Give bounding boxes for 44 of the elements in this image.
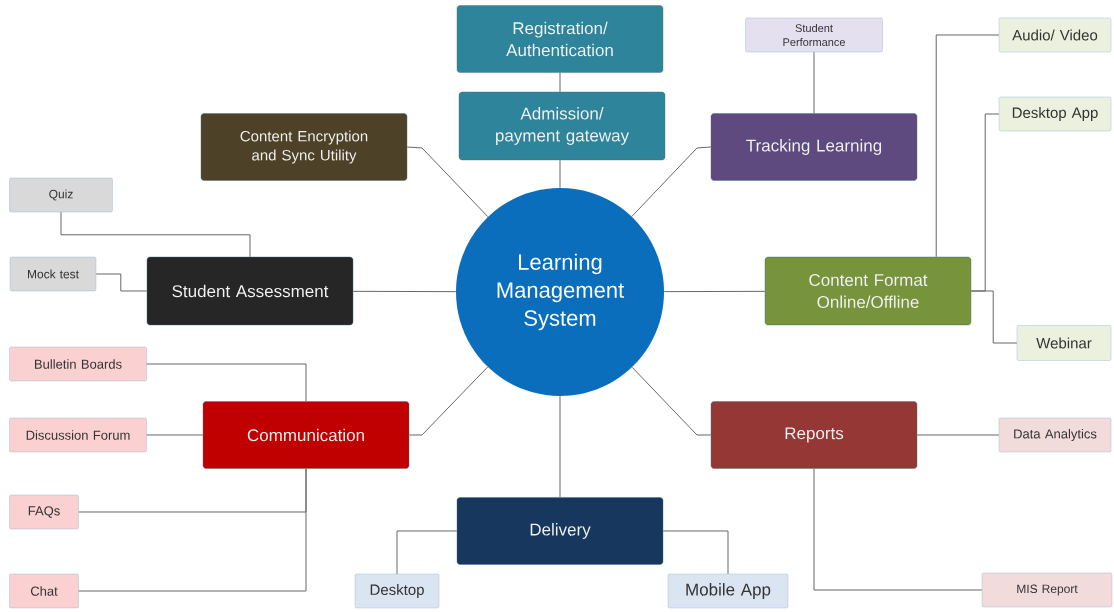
connector-line — [970, 290, 1018, 344]
topic-box: Communication — [202, 401, 410, 469]
subtopic-box: Discussion Forum — [9, 417, 147, 453]
topic-box: Delivery — [456, 497, 664, 565]
subtopic-box: Desktop — [354, 573, 440, 609]
connector-line — [663, 290, 766, 293]
subtopic-box: Chat — [9, 573, 79, 609]
subtopic-box: Audio/ Video — [998, 17, 1112, 53]
connector-line — [95, 273, 148, 292]
connector-line — [146, 363, 307, 402]
topic-box: Student Assessment — [146, 256, 354, 326]
subtopic-box: Data Analytics — [998, 417, 1112, 453]
connector-line — [352, 290, 457, 293]
connector-line — [631, 146, 712, 217]
subtopic-box: Student Performance — [745, 17, 883, 53]
connector-line — [935, 34, 1000, 258]
connector-line — [631, 366, 712, 436]
subtopic-box: Mobile App — [667, 573, 789, 609]
connector-line — [559, 72, 561, 93]
connector-line — [813, 51, 815, 114]
connector-line — [60, 211, 251, 258]
connector-line — [662, 530, 729, 575]
connector-line — [78, 468, 307, 592]
connector-line — [146, 434, 204, 436]
connector-line — [406, 146, 489, 218]
connector-line — [559, 395, 561, 498]
topic-box: Registration/ Authentication — [456, 5, 664, 73]
subtopic-box: MIS Report — [981, 572, 1113, 608]
connector-line — [396, 530, 458, 575]
topic-box: Content Encryption and Sync Utility — [200, 113, 408, 181]
subtopic-box: Quiz — [9, 177, 113, 213]
subtopic-box: Desktop App — [998, 96, 1112, 132]
topic-box: Tracking Learning — [710, 113, 918, 181]
topic-box: Admission/ payment gateway — [458, 91, 666, 161]
subtopic-box: FAQs — [9, 494, 79, 530]
connector-line — [408, 366, 489, 436]
subtopic-box: Mock test — [9, 256, 97, 292]
connector-line — [559, 159, 561, 189]
topic-box: Content Format Online/Offline — [764, 256, 972, 326]
topic-box: Reports — [710, 401, 918, 469]
subtopic-box: Webinar — [1016, 325, 1112, 361]
subtopic-box: Bulletin Boards — [9, 346, 147, 382]
connector-line — [813, 468, 983, 591]
connector-line — [916, 434, 1000, 436]
